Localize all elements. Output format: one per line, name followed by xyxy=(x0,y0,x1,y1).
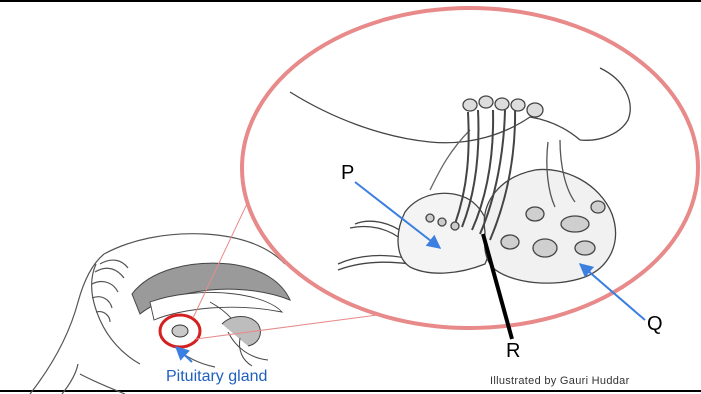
magnify-circle xyxy=(242,8,698,328)
label-q: Q xyxy=(647,313,663,336)
label-r: R xyxy=(506,340,520,363)
caption-arrow xyxy=(176,347,192,362)
caption-pituitary-gland: Pituitary gland xyxy=(166,368,267,386)
label-p: P xyxy=(341,162,354,185)
illustration-credit: Illustrated by Gauri Huddar xyxy=(490,375,630,387)
pituitary-small xyxy=(172,325,188,337)
brain-sketch xyxy=(132,263,290,366)
